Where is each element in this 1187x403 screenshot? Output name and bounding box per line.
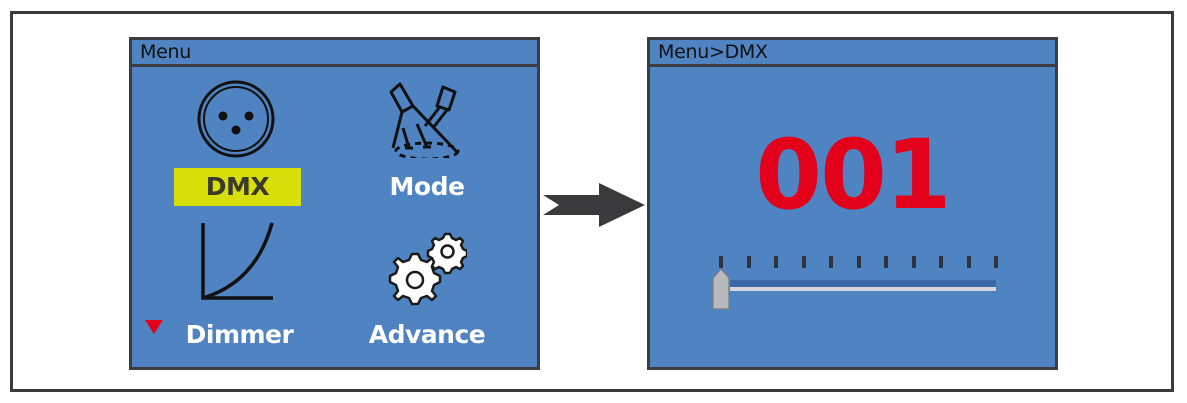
slider-thumb[interactable]	[712, 268, 730, 310]
moving-head-lights-icon	[389, 82, 460, 158]
slider-tick	[994, 256, 998, 268]
slider-tick	[939, 256, 943, 268]
slider-tick	[774, 256, 778, 268]
arrow-right-icon	[543, 183, 645, 227]
dimmer-curve-icon	[201, 222, 274, 300]
slider-tick	[856, 256, 861, 268]
gears-icon	[388, 232, 467, 306]
slider-track[interactable]	[730, 287, 996, 291]
breadcrumb-title: Menu>DMX	[650, 40, 1055, 67]
menu-screen: Menu DMX Mode Dimmer	[129, 37, 540, 370]
slider-tick	[746, 256, 751, 268]
slider-tick	[911, 256, 916, 268]
menu-item-mode[interactable]: Mode	[389, 172, 465, 201]
menu-item-advance[interactable]: Advance	[368, 320, 486, 349]
menu-item-dimmer[interactable]: Dimmer	[185, 320, 294, 349]
slider-track-shadow	[730, 280, 996, 288]
slider-tick	[829, 256, 833, 268]
menu-title: Menu	[132, 40, 537, 67]
menu-item-dmx[interactable]: DMX	[174, 168, 301, 206]
slider-tick	[719, 256, 723, 268]
xlr-connector-icon	[197, 80, 275, 158]
slider-tick	[884, 256, 888, 268]
slider-tick	[801, 256, 806, 268]
scroll-down-indicator	[145, 320, 163, 334]
dmx-address-screen: Menu>DMX 001	[647, 37, 1058, 370]
dmx-address-value: 001	[755, 119, 951, 231]
slider-tick	[966, 256, 971, 268]
